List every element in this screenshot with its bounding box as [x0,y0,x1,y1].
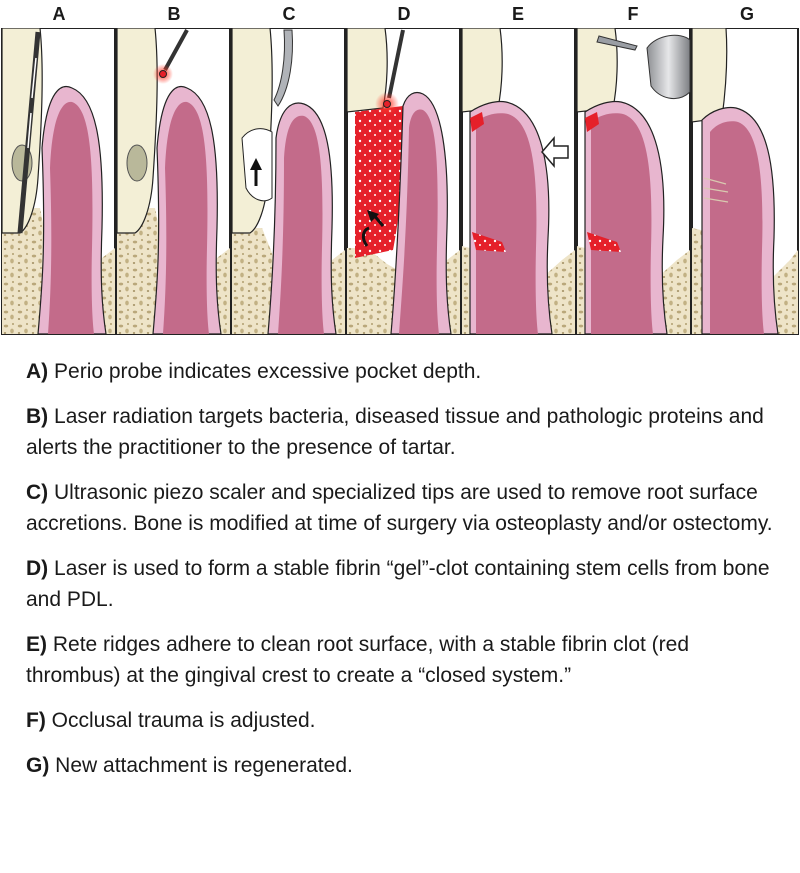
panel-letter-c: C [282,4,296,24]
illustration-panels [0,28,800,336]
caption-f: F) Occlusal trauma is adjusted. [26,705,786,736]
panel-letter-b: B [167,4,181,24]
caption-text: Rete ridges adhere to clean root surface… [26,633,690,687]
panel-letter-f: F [627,4,639,24]
caption-list: A) Perio probe indicates excessive pocke… [26,356,786,795]
caption-text: Perio probe indicates excessive pocket d… [54,360,482,383]
caption-g: G) New attachment is regenerated. [26,750,786,781]
caption-e: E) Rete ridges adhere to clean root surf… [26,629,786,691]
left-arrow-icon [541,135,569,169]
curved-arrow-icon [361,226,370,247]
caption-tag: C) [26,481,49,504]
panel-g [691,28,799,335]
caption-text: Ultrasonic piezo scaler and specialized … [26,481,773,535]
caption-c: C) Ultrasonic piezo scaler and specializ… [26,477,786,539]
caption-tag: D) [26,557,49,580]
caption-d: D) Laser is used to form a stable fibrin… [26,553,786,615]
panel-letter-d: D [397,4,411,24]
piezo-scaler-tip [273,29,293,107]
caption-tag: G) [26,754,50,777]
panel-e [461,28,576,335]
panel-letter-a: A [52,4,66,24]
bur-icon [596,35,638,51]
panel-letter-e: E [511,4,524,24]
panel-f [576,28,691,335]
up-arrow-icon [250,158,262,170]
caption-text: New attachment is regenerated. [55,754,353,777]
caption-tag: A) [26,360,49,383]
caption-b: B) Laser radiation targets bacteria, dis… [26,401,786,463]
panel-d [346,28,461,335]
red-thrombus [470,112,484,132]
handpiece-icon [646,34,691,100]
panel-b [116,28,231,335]
diagonal-arrow-icon [367,210,379,222]
fibrin-clot [355,106,405,258]
caption-a: A) Perio probe indicates excessive pocke… [26,356,786,387]
panel-letter-g: G [739,4,754,24]
laser-fiber [387,29,405,99]
laser-fiber [163,29,189,71]
panel-a [1,28,116,335]
panel-c [231,28,346,335]
caption-text: Laser is used to form a stable fibrin “g… [26,557,770,611]
caption-tag: E) [26,633,47,656]
procedure-figure: A B C D E F G [0,0,800,340]
caption-tag: B) [26,405,49,428]
panel-letters: A B C D E F G [0,0,800,28]
caption-tag: F) [26,709,46,732]
new-attachment-fibers [703,177,729,203]
gingiva-inner [48,101,94,334]
caption-text: Laser radiation targets bacteria, diseas… [26,405,764,459]
caption-text: Occlusal trauma is adjusted. [51,709,316,732]
